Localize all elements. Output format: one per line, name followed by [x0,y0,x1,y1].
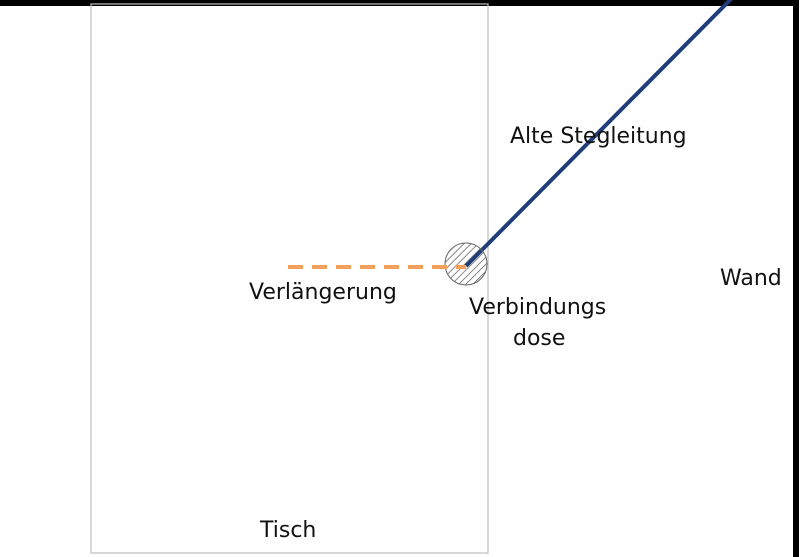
label-extension: Verlängerung [249,280,397,305]
table-outline [90,3,489,554]
label-table: Tisch [259,518,316,543]
old-cable-line [464,0,733,268]
label-old-cable: Alte Stegleitung [510,124,687,149]
label-junction-box-line1: Verbindungs [469,295,606,320]
junction-box-circle [444,242,488,286]
label-wall: Wand [720,266,782,291]
label-junction-box-line2: dose [513,326,565,351]
